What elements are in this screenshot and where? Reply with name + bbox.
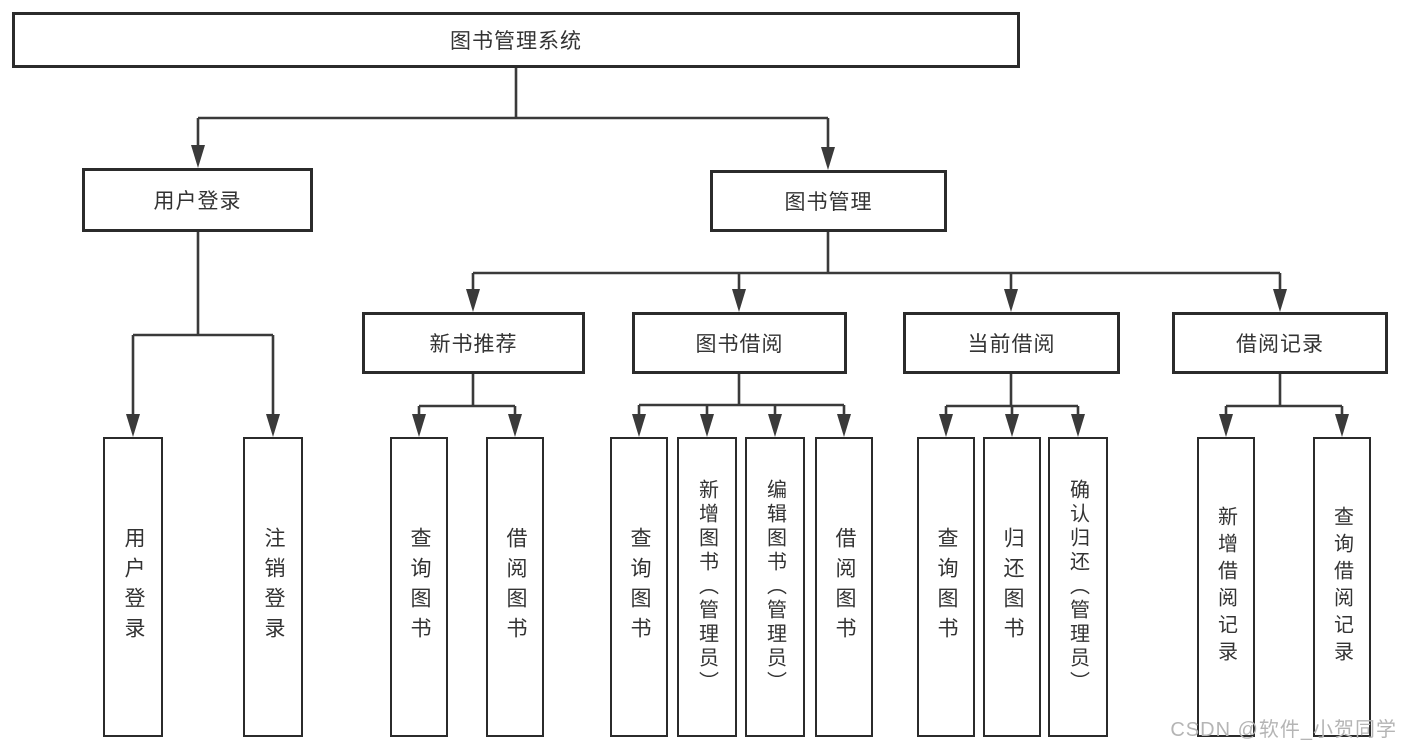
node-book-management-label: 图书管理 — [784, 191, 873, 214]
node-add-books-admin: 新增图书（管理员） — [677, 437, 737, 737]
node-user-login-label: 用户登录 — [153, 190, 242, 213]
node-return-books-label: 归还图书 — [1001, 527, 1024, 647]
node-borrow-books-rec-label: 借阅图书 — [504, 527, 527, 647]
node-confirm-return-admin-label: 确认归还（管理员） — [1066, 479, 1089, 695]
node-query-books-rec: 查询图书 — [390, 437, 448, 737]
node-current-borrow-label: 当前借阅 — [967, 333, 1056, 356]
node-query-borrow-record: 查询借阅记录 — [1313, 437, 1371, 737]
node-current-borrow: 当前借阅 — [903, 312, 1120, 374]
node-borrow-books-rec: 借阅图书 — [486, 437, 544, 737]
node-new-book-recommend: 新书推荐 — [362, 312, 585, 374]
node-logout-label: 注销登录 — [262, 527, 285, 647]
node-edit-books-admin: 编辑图书（管理员） — [745, 437, 805, 737]
node-user-login-action-label: 用户登录 — [122, 527, 145, 647]
node-user-login-action: 用户登录 — [103, 437, 163, 737]
node-query-borrow-record-label: 查询借阅记录 — [1330, 506, 1353, 668]
node-book-borrow-label: 图书借阅 — [695, 333, 784, 356]
node-query-books-current-label: 查询图书 — [935, 527, 958, 647]
node-add-borrow-record-label: 新增借阅记录 — [1214, 506, 1237, 668]
node-user-login: 用户登录 — [82, 168, 313, 232]
node-library-system-label: 图书管理系统 — [450, 30, 582, 53]
node-query-books-rec-label: 查询图书 — [408, 527, 431, 647]
node-new-book-recommend-label: 新书推荐 — [429, 333, 518, 356]
node-borrow-records-label: 借阅记录 — [1236, 333, 1324, 356]
node-return-books: 归还图书 — [983, 437, 1041, 737]
node-borrow-books: 借阅图书 — [815, 437, 873, 737]
csdn-watermark: CSDN @软件_小贺同学 — [1170, 719, 1397, 741]
node-query-books-borrow-label: 查询图书 — [628, 527, 651, 647]
node-borrow-records: 借阅记录 — [1172, 312, 1388, 374]
node-add-books-admin-label: 新增图书（管理员） — [695, 479, 718, 695]
node-borrow-books-label: 借阅图书 — [833, 527, 856, 647]
node-confirm-return-admin: 确认归还（管理员） — [1048, 437, 1108, 737]
node-query-books-borrow: 查询图书 — [610, 437, 668, 737]
node-query-books-current: 查询图书 — [917, 437, 975, 737]
node-add-borrow-record: 新增借阅记录 — [1197, 437, 1255, 737]
node-book-management: 图书管理 — [710, 170, 947, 232]
node-logout: 注销登录 — [243, 437, 303, 737]
node-library-system: 图书管理系统 — [12, 12, 1020, 68]
node-book-borrow: 图书借阅 — [632, 312, 847, 374]
node-edit-books-admin-label: 编辑图书（管理员） — [763, 479, 786, 695]
